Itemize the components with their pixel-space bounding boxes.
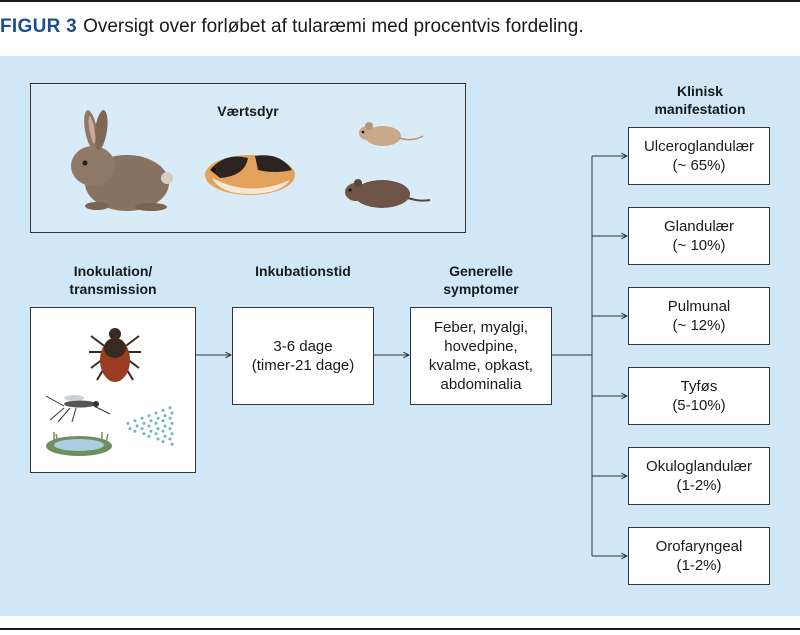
vole-icon xyxy=(345,179,431,208)
mosquito-icon xyxy=(45,395,111,422)
incubation-line: 3-6 dage xyxy=(273,338,333,355)
rabbit-icon xyxy=(71,110,173,211)
symptom-line: kvalme, opkast, xyxy=(428,357,534,374)
general-symptoms-box: Feber, myalgi, hovedpine, kvalme, opkast… xyxy=(410,307,552,405)
manifestation-heading: Klinisk manifestation xyxy=(654,83,746,117)
top-rule xyxy=(0,0,800,2)
aerosol-icon xyxy=(126,406,174,446)
manifestation-tyfos: Tyføs (5-10%) xyxy=(628,367,770,425)
manifestation-okuloglandular: Okuloglandulær (1-2%) xyxy=(628,447,770,505)
incubation-heading: Inkubationstid xyxy=(255,263,351,279)
symptom-line: abdominalia xyxy=(440,376,522,393)
inoculation-heading: Inokulation/ transmission xyxy=(69,263,157,297)
symptom-line: hovedpine, xyxy=(444,338,518,355)
incubation-line: (timer-21 dage) xyxy=(251,357,355,374)
general-symptoms-heading: Generelle symptomer xyxy=(443,263,519,297)
tick-icon xyxy=(89,328,141,382)
pond-icon xyxy=(46,432,112,456)
bottom-rule xyxy=(0,628,800,630)
figure-caption-text: Oversigt over forløbet af tularæmi med p… xyxy=(83,16,584,37)
symptom-line: Feber, myalgi, xyxy=(433,319,529,336)
host-animals-title: Værtsdyr xyxy=(217,103,279,119)
manifestation-pulmonal: Pulmunal (~ 12%) xyxy=(628,287,770,345)
manifestation-orofaryngeal: Orofaryngeal (1-2%) xyxy=(628,527,770,585)
mouse-icon xyxy=(359,122,424,146)
incubation-box: 3-6 dage (timer-21 dage) xyxy=(232,307,374,405)
manifestation-ulceroglandular: Ulceroglandulær (~ 65%) xyxy=(628,127,770,185)
manifestation-glandular: Glandulær (~ 10%) xyxy=(628,207,770,265)
figure-label: FIGUR 3 xyxy=(0,16,78,37)
hamster-icon xyxy=(205,155,295,195)
